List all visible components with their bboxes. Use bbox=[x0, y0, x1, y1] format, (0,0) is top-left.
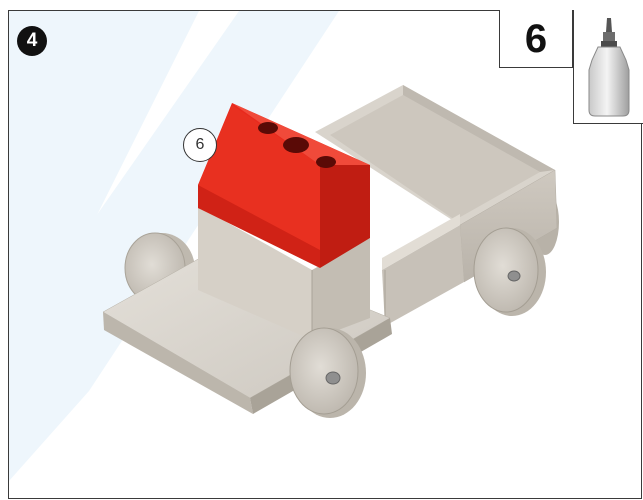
front-right-wheel bbox=[290, 328, 366, 418]
rear-right-wheel bbox=[474, 228, 546, 316]
part-number-callout: 6 bbox=[183, 128, 217, 162]
